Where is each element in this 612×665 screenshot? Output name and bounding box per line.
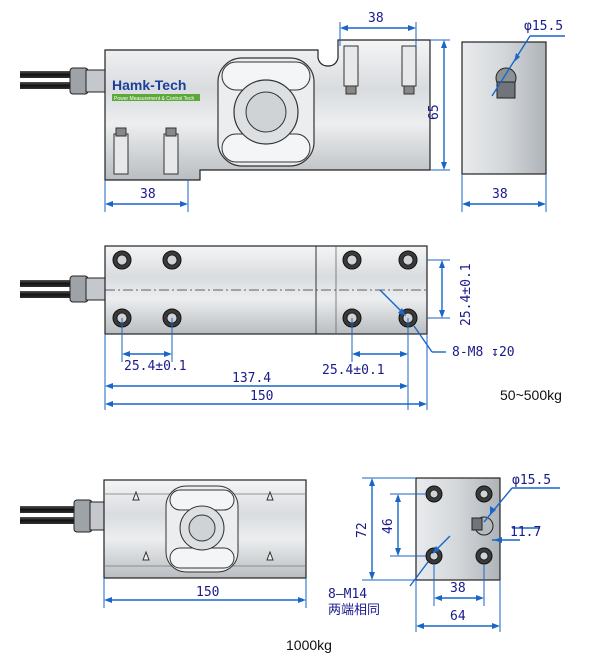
side3-dim-38: 38 — [450, 581, 466, 596]
bolt-bottom-right — [163, 127, 179, 175]
brand-name: Hamk-Tech — [112, 77, 186, 93]
cable — [20, 71, 72, 78]
view2-dim-mid: 137.4 — [232, 371, 271, 386]
dim-top-38: 38 — [368, 11, 384, 26]
side-body — [461, 41, 547, 175]
mount-hole — [342, 250, 362, 270]
view-front-50-500kg: Hamk-Tech Power Measurement & Control Te… — [20, 11, 450, 212]
brand-tagline-bar — [112, 94, 200, 101]
side3-dim-64: 64 — [450, 609, 466, 624]
dim-bottom-38: 38 — [140, 187, 156, 202]
strain-window — [217, 57, 315, 167]
view-top-50-500kg: 25.4±0.1 8-M8 ↧20 25.4±0.1 25.4±0.1 137.… — [20, 245, 562, 410]
top-body — [104, 245, 428, 335]
dim-height-65: 65 — [427, 104, 442, 120]
view-side-1000kg: φ15.5 11.7 72 46 8—M14 两端相同 38 — [328, 473, 560, 632]
mount-hole — [112, 250, 132, 270]
side3-dim-46: 46 — [381, 518, 396, 534]
view-front-1000kg: 150 1000kg — [20, 479, 332, 653]
cable — [20, 82, 72, 89]
side1-dim-phi: φ15.5 — [524, 19, 563, 34]
view-side-50-500kg: φ15.5 38 — [461, 19, 565, 212]
cable-gland-nut — [85, 69, 107, 93]
side3-dim-72: 72 — [355, 522, 370, 538]
strain-window-1000kg — [165, 485, 239, 573]
side3-thread-note-cn: 两端相同 — [328, 603, 380, 618]
view2-thread-note: 8-M8 ↧20 — [452, 345, 515, 360]
mount-hole — [398, 250, 418, 270]
bolt-top-left — [343, 45, 359, 95]
view2-dim-total: 150 — [250, 389, 273, 404]
side3-dim-11-7: 11.7 — [510, 525, 541, 540]
mount-hole — [475, 485, 493, 503]
view2-dim-vertical: 25.4±0.1 — [459, 263, 474, 326]
side3-thread-note: 8—M14 — [328, 587, 367, 602]
cable-stub — [496, 81, 516, 99]
brand-tagline: Power Measurement & Control Tech — [114, 96, 194, 102]
side3-dim-phi: φ15.5 — [512, 473, 551, 488]
view2-dim-hole-right: 25.4±0.1 — [322, 363, 385, 378]
capacity-label-1000kg: 1000kg — [286, 637, 332, 653]
side1-dim-width-38: 38 — [492, 187, 508, 202]
cable-gland — [69, 67, 89, 95]
capacity-label-50-500kg: 50~500kg — [500, 387, 562, 403]
mount-hole — [162, 250, 182, 270]
bolt-top-right — [401, 45, 417, 95]
view2-dim-hole-left: 25.4±0.1 — [124, 359, 187, 374]
bolt-bottom-left — [113, 127, 129, 175]
mount-hole — [425, 485, 443, 503]
view3-dim-total: 150 — [196, 585, 219, 600]
mount-hole — [475, 547, 493, 565]
